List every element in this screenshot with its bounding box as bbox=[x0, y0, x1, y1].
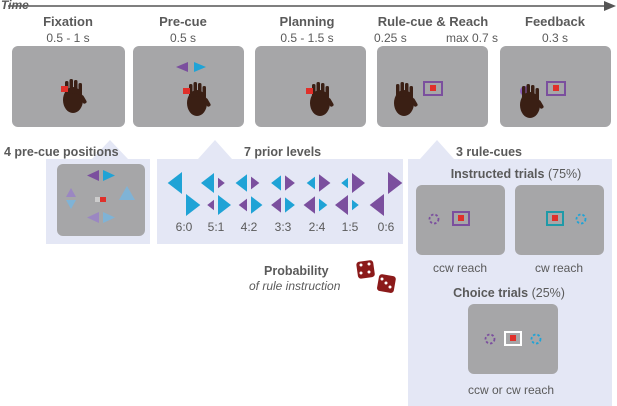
prior-arrow-3-3-top-left bbox=[271, 175, 281, 191]
feedback-cue-frame bbox=[546, 81, 566, 96]
screen-planning bbox=[255, 46, 366, 127]
prior-level-0-6: 0:6 bbox=[378, 220, 395, 234]
prior-arrow-2-4-top-right bbox=[319, 174, 331, 192]
probability-subtitle: of rule instruction bbox=[249, 279, 341, 293]
hand-icon bbox=[520, 84, 544, 118]
hand-icon bbox=[310, 82, 334, 116]
precue-target bbox=[183, 88, 190, 94]
prior-arrow-4-2-bottom-right bbox=[251, 196, 263, 214]
prior-arrow-5-1-bottom-right bbox=[218, 195, 231, 215]
prior-level-5-1: 5:1 bbox=[208, 220, 225, 234]
prior-level-3-3: 3:3 bbox=[275, 220, 292, 234]
phase-rulecue-name: Rule-cue & Reach bbox=[378, 14, 489, 29]
phase-planning-name: Planning bbox=[280, 14, 335, 29]
prior-level-2-4: 2:4 bbox=[309, 220, 326, 234]
prior-arrow-6-0-bottom-right bbox=[186, 194, 201, 216]
prior-arrow-5-1-top-right bbox=[218, 177, 225, 189]
feedback-target bbox=[553, 85, 559, 91]
prior-arrow-5-1-bottom-left bbox=[207, 199, 214, 211]
prior-arrow-1-5-bottom-left bbox=[335, 195, 348, 215]
rule-cue-frame bbox=[423, 81, 443, 96]
fixation-target bbox=[61, 86, 68, 92]
precue-cyan-arrow-icon bbox=[194, 62, 206, 72]
choice-ccw-dashed-target bbox=[484, 333, 496, 345]
hand-icon bbox=[63, 79, 87, 113]
prior-arrow-5-1-top-left bbox=[201, 173, 214, 193]
precue-center-gray bbox=[95, 197, 100, 202]
phase-feedback-name: Feedback bbox=[525, 14, 586, 29]
prior-levels-grid bbox=[167, 172, 403, 216]
instructed-cw-screen bbox=[515, 185, 604, 255]
cw-target bbox=[552, 215, 558, 221]
precue-bottom-cyan-icon bbox=[103, 212, 115, 223]
hand-icon bbox=[187, 82, 211, 116]
time-arrow-icon bbox=[604, 1, 616, 11]
screen-precue bbox=[133, 46, 244, 127]
cw-dashed-target bbox=[575, 213, 587, 225]
phase-rulecue-max-duration: max 0.7 s bbox=[446, 31, 498, 45]
prior-level-1-5: 1:5 bbox=[342, 220, 359, 234]
prior-arrow-2-4-top-left bbox=[306, 176, 315, 190]
prior-arrow-1-5-top-right bbox=[352, 173, 365, 193]
choice-caption: ccw or cw reach bbox=[468, 383, 554, 397]
rulecue-target bbox=[430, 85, 436, 91]
prior-arrow-3-3-top-right bbox=[285, 175, 295, 191]
prior-arrow-2-4-bottom-left bbox=[303, 196, 315, 214]
ccw-dashed-target bbox=[428, 213, 440, 225]
prior-arrow-0-6-top-right bbox=[388, 172, 403, 194]
instructed-label: Instructed trials (75%) bbox=[451, 167, 582, 181]
prior-levels-panel bbox=[157, 140, 403, 244]
probability-title: Probability bbox=[264, 264, 329, 278]
phase-fixation-name: Fixation bbox=[43, 14, 93, 29]
precue-bottom-purple-icon bbox=[87, 212, 99, 223]
choice-cw-dashed-target bbox=[530, 333, 542, 345]
phase-feedback-duration: 0.3 s bbox=[542, 31, 568, 45]
choice-label: Choice trials (25%) bbox=[453, 286, 565, 300]
instructed-cw-caption: cw reach bbox=[535, 261, 583, 275]
choice-cue-frame bbox=[504, 331, 522, 346]
rule-cues-label: 3 rule-cues bbox=[456, 145, 522, 159]
ccw-target bbox=[458, 215, 464, 221]
phase-precue-duration: 0.5 s bbox=[170, 31, 196, 45]
precue-purple-arrow-icon bbox=[176, 62, 188, 72]
prior-arrow-2-4-bottom-right bbox=[319, 198, 328, 212]
hand-icon bbox=[394, 82, 418, 116]
precue-top-purple-icon bbox=[87, 170, 99, 181]
prior-arrow-3-3-bottom-right bbox=[285, 197, 295, 213]
phase-planning-duration: 0.5 - 1.5 s bbox=[280, 31, 333, 45]
prior-arrow-1-5-bottom-right bbox=[352, 199, 359, 211]
prior-levels-label: 7 prior levels bbox=[244, 145, 321, 159]
prior-arrow-4-2-bottom-left bbox=[238, 198, 247, 212]
phase-fixation-duration: 0.5 - 1 s bbox=[46, 31, 89, 45]
phase-precue-name: Pre-cue bbox=[159, 14, 207, 29]
precue-right-cyan-icon bbox=[119, 186, 135, 200]
prior-arrow-0-6-bottom-left bbox=[369, 194, 384, 216]
dice-icon bbox=[356, 260, 396, 293]
prior-level-4-2: 4:2 bbox=[241, 220, 258, 234]
precue-positions-label: 4 pre-cue positions bbox=[4, 145, 119, 159]
precue-left-cyan-icon bbox=[66, 200, 76, 209]
prior-arrow-1-5-top-left bbox=[341, 177, 348, 189]
choice-target bbox=[510, 335, 516, 341]
cw-cue-frame bbox=[546, 211, 564, 226]
planning-target bbox=[306, 88, 313, 94]
prior-level-6-0: 6:0 bbox=[176, 220, 193, 234]
precue-left-purple-icon bbox=[66, 188, 76, 197]
time-label: Time bbox=[1, 0, 29, 12]
precue-top-cyan-icon bbox=[103, 170, 115, 181]
phase-rulecue-duration: 0.25 s bbox=[374, 31, 407, 45]
ccw-cue-frame bbox=[452, 211, 470, 226]
instructed-ccw-caption: ccw reach bbox=[433, 261, 487, 275]
prior-arrow-6-0-top-left bbox=[167, 172, 182, 194]
precue-center-target bbox=[100, 197, 106, 202]
prior-arrow-4-2-top-left bbox=[235, 174, 247, 192]
prior-arrow-3-3-bottom-left bbox=[271, 197, 281, 213]
prior-arrow-4-2-top-right bbox=[251, 176, 260, 190]
